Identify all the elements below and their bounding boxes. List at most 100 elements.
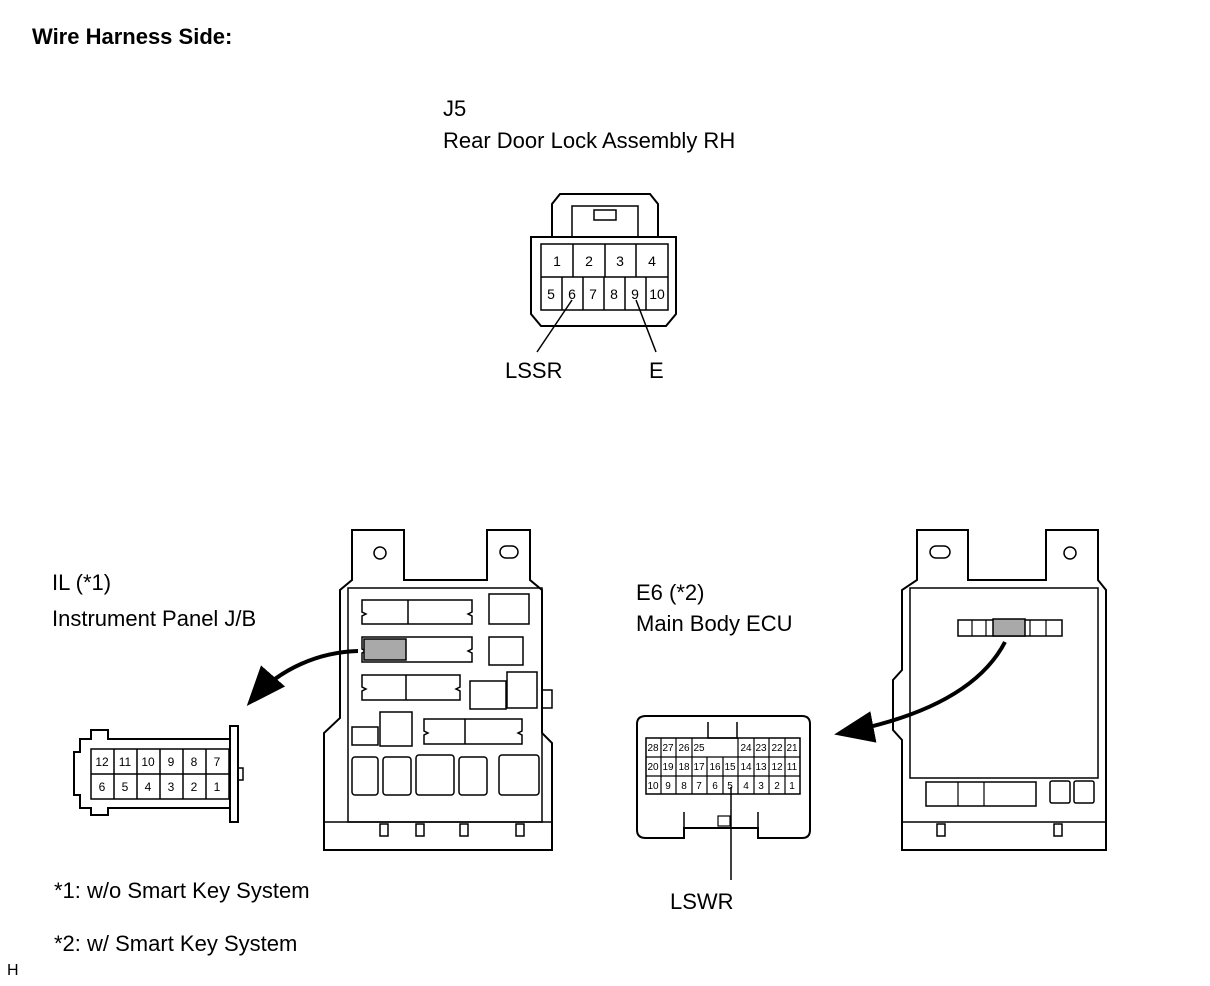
ecu-mount-hole	[1063, 546, 1077, 560]
il-pin: 8	[191, 755, 198, 769]
e6-pin: 28	[647, 743, 659, 754]
e6-pin: 21	[786, 743, 798, 754]
j5-latch-slot	[593, 209, 617, 221]
e6-pin: 2	[774, 781, 780, 792]
e6-pin: 13	[755, 762, 767, 773]
il-pin: 1	[214, 780, 221, 794]
relay-block	[469, 680, 507, 710]
j5-pin: 10	[649, 286, 665, 302]
socket	[351, 756, 379, 796]
j5-leader-e	[635, 299, 657, 353]
e6-pin: 23	[755, 743, 767, 754]
j5-connector	[530, 193, 677, 353]
j5-latch	[551, 193, 659, 237]
e6-pin: 17	[693, 762, 705, 773]
e6-pin-label-lswr: LSWR	[670, 889, 734, 914]
j5-latch-inner	[571, 205, 639, 237]
j5-pin: 4	[648, 253, 656, 269]
ecu-outline	[892, 529, 1107, 851]
e6-pin: 15	[724, 762, 736, 773]
e6-pin: 11	[787, 762, 798, 773]
socket	[382, 756, 412, 796]
il-pointer-arrow	[246, 649, 359, 707]
j5-body	[530, 236, 677, 327]
e6-pin: 22	[771, 743, 783, 754]
il-jb-mount-hole	[373, 546, 387, 560]
il-pin: 10	[141, 755, 155, 769]
e6-pin-numbers: 28 27 26 25 24 23 22 21 20 19 18 17 16 1…	[647, 743, 798, 792]
e6-name: Main Body ECU	[636, 611, 793, 636]
j5-leader-lssr	[536, 299, 573, 353]
fuse-strip	[423, 718, 523, 745]
e6-connector	[636, 715, 811, 880]
il-highlighted-connector	[363, 638, 407, 661]
relay-block	[488, 636, 524, 666]
il-jb-panel	[347, 587, 543, 823]
il-pin: 7	[214, 755, 221, 769]
relay-block	[351, 726, 379, 746]
note-1: *1: w/o Smart Key System	[54, 878, 310, 903]
socket	[498, 754, 540, 796]
j5-pin: 3	[616, 253, 624, 269]
il-jb-outline	[323, 529, 553, 851]
page-title: Wire Harness Side:	[32, 24, 233, 49]
e6-pin: 18	[678, 762, 690, 773]
e6-pin: 26	[678, 743, 690, 754]
il-pin: 6	[99, 780, 106, 794]
e6-code: E6 (*2)	[636, 580, 705, 605]
socket	[415, 754, 455, 796]
e6-pin: 19	[662, 762, 674, 773]
corner-mark: H	[7, 962, 19, 979]
e6-pin: 3	[758, 781, 764, 792]
e6-key	[707, 722, 738, 739]
il-pin: 11	[119, 755, 132, 769]
il-jb-mount-slot	[499, 545, 519, 559]
j5-name: Rear Door Lock Assembly RH	[443, 128, 736, 153]
il-connector-flange	[229, 725, 239, 823]
e6-pin: 9	[665, 781, 671, 792]
e6-pin: 10	[647, 781, 659, 792]
il-pin: 3	[168, 780, 175, 794]
e6-pin: 7	[696, 781, 702, 792]
e6-pin: 16	[709, 762, 721, 773]
j5-pin: 5	[547, 286, 555, 302]
e6-pointer-arrow	[834, 641, 1007, 743]
main-body-ecu	[892, 529, 1107, 851]
relay-block	[488, 593, 530, 625]
relay-block	[506, 671, 538, 709]
e6-pin: 6	[712, 781, 718, 792]
il-pin: 12	[95, 755, 109, 769]
note-2: *2: w/ Smart Key System	[54, 931, 298, 956]
ecu-panel	[909, 587, 1099, 779]
ecu-bottom-connector	[925, 781, 1037, 807]
j5-pin: 8	[610, 286, 618, 302]
e6-pin: 5	[727, 781, 733, 792]
e6-pin: 8	[681, 781, 687, 792]
il-connector-body	[73, 729, 231, 816]
j5-pin-numbers: 1 2 3 4 5 6 7 8 9 10	[547, 253, 665, 302]
j5-pin-label-lssr: LSSR	[505, 358, 562, 383]
e6-pin: 12	[771, 762, 783, 773]
j5-pin: 1	[553, 253, 561, 269]
j5-code: J5	[443, 96, 467, 121]
e6-pin: 14	[740, 762, 752, 773]
ecu-mount-slot	[929, 545, 951, 559]
il-name: Instrument Panel J/B	[52, 606, 257, 631]
il-connector	[73, 725, 244, 823]
e6-pin: 4	[743, 781, 749, 792]
socket	[458, 756, 488, 796]
fuse-strip	[361, 674, 461, 701]
il-pin: 2	[191, 780, 198, 794]
j5-pin: 6	[568, 286, 576, 302]
j5-pin: 9	[631, 286, 639, 302]
il-pin: 4	[145, 780, 152, 794]
il-junction-block	[323, 529, 553, 851]
e6-pin: 24	[740, 743, 752, 754]
il-pin-numbers: 12 11 10 9 8 7 6 5 4 3 2 1	[95, 755, 220, 794]
e6-pin: 20	[647, 762, 659, 773]
il-pin: 5	[122, 780, 129, 794]
e6-pin: 25	[693, 743, 705, 754]
e6-pin: 1	[789, 781, 795, 792]
j5-pin-label-e: E	[649, 358, 664, 383]
